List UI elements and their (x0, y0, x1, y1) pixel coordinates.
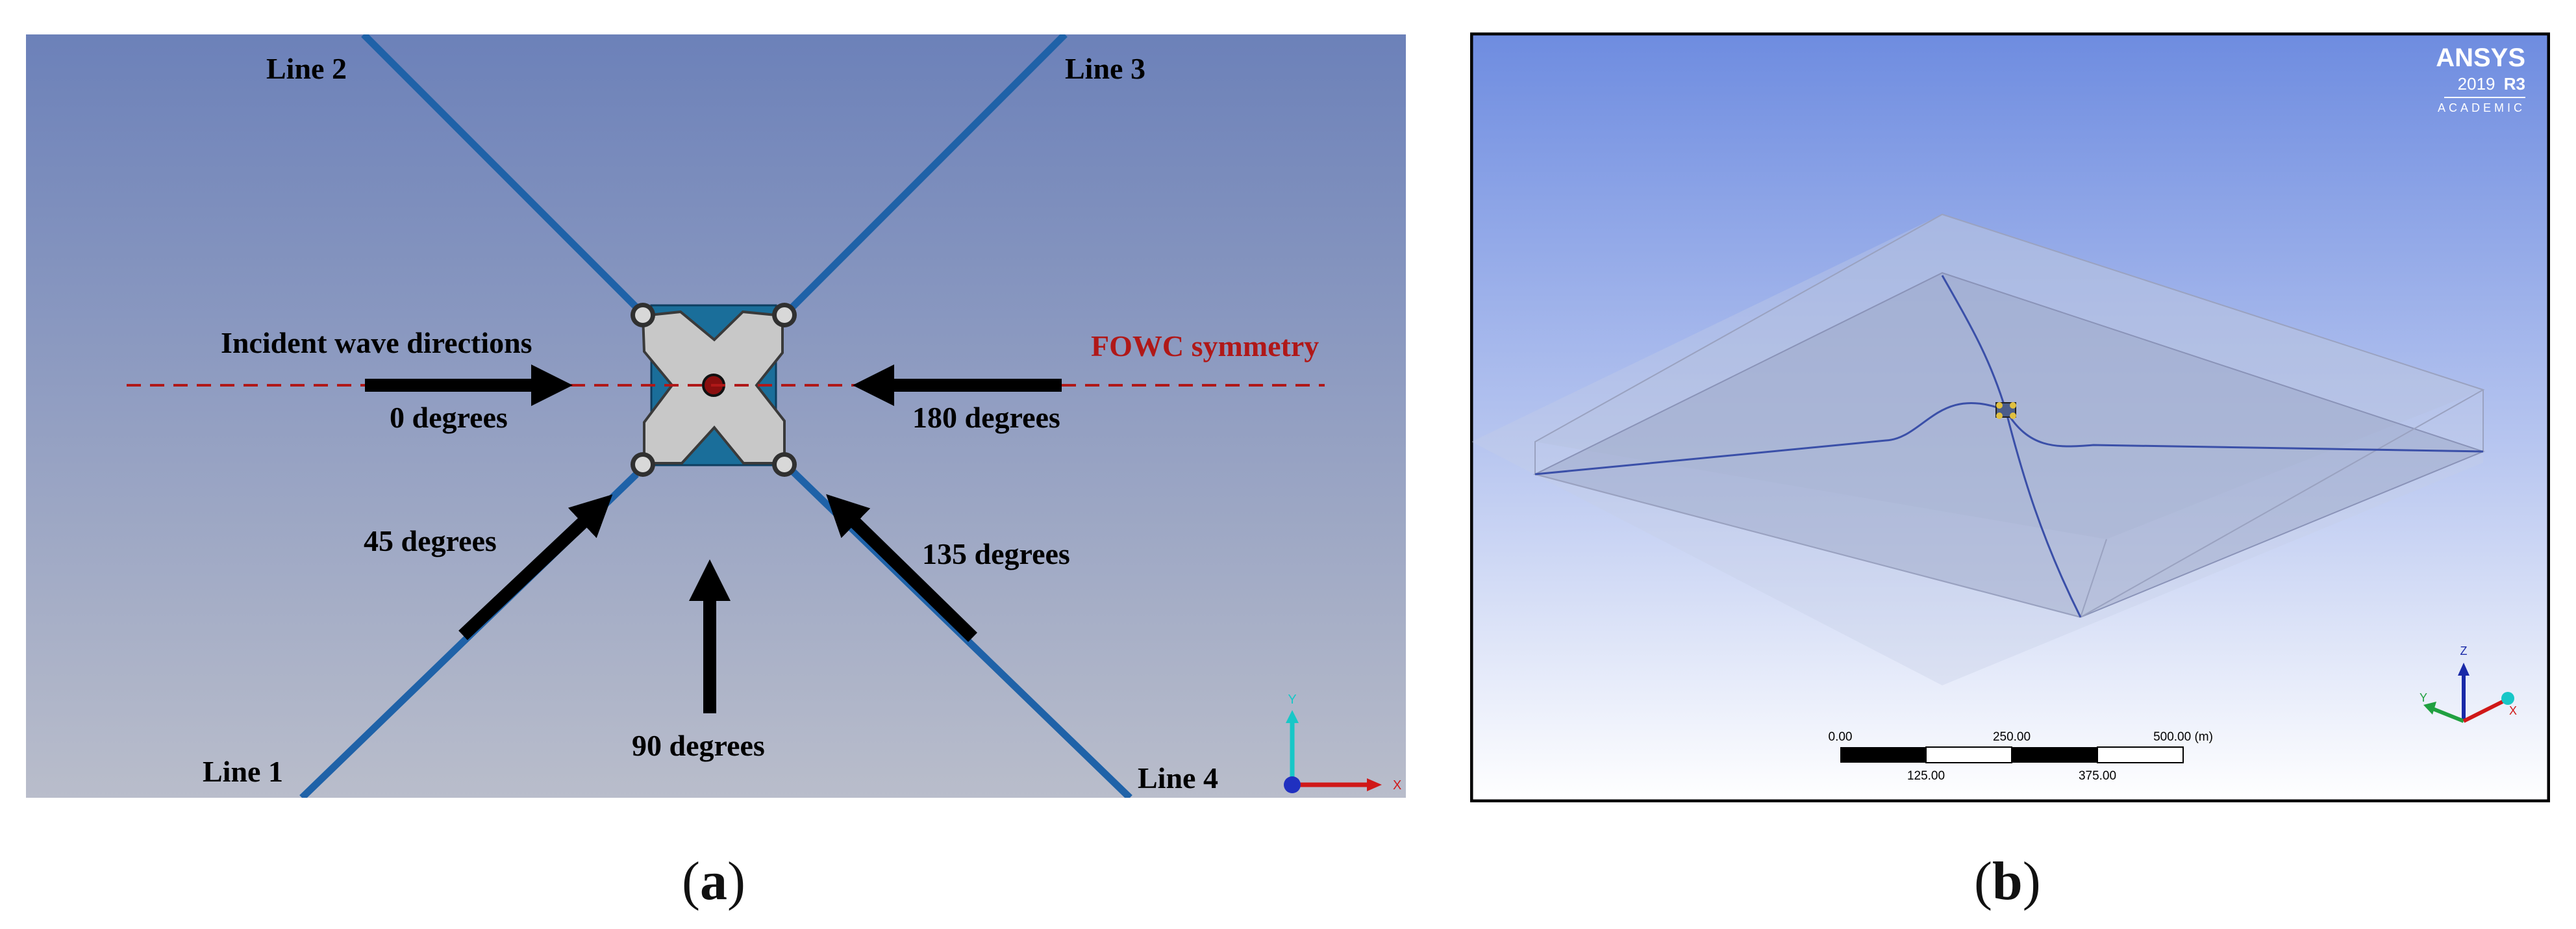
panel-b-canvas: ANSYS 2019 R3 ACADEMIC 0.00 250.00 500.0… (1470, 32, 2550, 802)
ansys-version-year: 2019 (2458, 74, 2495, 94)
label-90-degrees: 90 degrees (632, 729, 765, 762)
caption-b: (b) (1974, 851, 2041, 911)
platform-3d (1995, 402, 2016, 419)
panel-b: ANSYS 2019 R3 ACADEMIC 0.00 250.00 500.0… (1470, 32, 2550, 802)
arrow-45-degrees (458, 494, 613, 641)
arrow-135-degrees (826, 494, 977, 643)
scale-label-375: 375.00 (2079, 769, 2116, 783)
scale-label-500: 500.00 (m) (2153, 730, 2213, 744)
label-line-1: Line 1 (203, 755, 283, 788)
ansys-edition: ACADEMIC (2438, 101, 2525, 114)
axis-triad-b: Z Y X (2420, 644, 2517, 723)
platform (631, 303, 797, 477)
mooring-3d-4 (2005, 410, 2484, 453)
ansys-logo: ANSYS 2019 R3 ACADEMIC (2436, 44, 2525, 114)
mooring-3d-3 (2005, 410, 2082, 618)
label-fowc-symmetry: FOWC symmetry (1091, 329, 1319, 363)
domain-box (1471, 213, 2485, 685)
axis-y-label: Y (1288, 693, 1296, 707)
label-135-degrees: 135 degrees (922, 537, 1070, 570)
x-axis-arrow-b (2462, 700, 2504, 723)
panel-a-canvas: Line 2 Line 3 Line 1 Line 4 Incident wav… (26, 34, 1406, 798)
mooring-3d-2 (1534, 401, 2007, 476)
svg-text:2019 R3: 2019 R3 (2458, 74, 2525, 94)
mooring-3d-1 (1941, 275, 2007, 411)
scale-label-250: 250.00 (1993, 730, 2031, 744)
axis-z-label-b: Z (2460, 644, 2468, 657)
mooring-line-2 (361, 34, 644, 314)
ansys-brand: ANSYS (2436, 44, 2525, 72)
scale-label-125: 125.00 (1907, 769, 1945, 783)
label-45-degrees: 45 degrees (364, 524, 497, 557)
mooring-lines-3d (1534, 275, 2484, 618)
wave-direction-arrows (365, 364, 1062, 713)
ansys-version-release: R3 (2504, 74, 2525, 94)
caption-a: (a) (682, 851, 745, 911)
mooring-line-3 (782, 34, 1068, 318)
incident-title: Incident wave directions (221, 326, 532, 359)
axis-y-label-b: Y (2420, 691, 2427, 704)
axis-x-label-b: X (2509, 704, 2517, 717)
z-axis-dot (1284, 776, 1301, 793)
y-axis-arrow-b (2430, 706, 2465, 723)
label-line-2: Line 2 (266, 52, 347, 85)
label-180-degrees: 180 degrees (912, 401, 1060, 434)
label-line-3: Line 3 (1065, 52, 1145, 85)
scale-label-0: 0.00 (1829, 730, 1853, 744)
axis-x-label: X (1393, 778, 1401, 793)
panel-a: Line 2 Line 3 Line 1 Line 4 Incident wav… (26, 34, 1406, 798)
label-0-degrees: 0 degrees (390, 401, 508, 434)
axis-triad-a: Y X (1284, 693, 1401, 793)
scale-bar: 0.00 250.00 500.00 (m) 125.00 375.00 (1829, 730, 2213, 783)
label-line-4: Line 4 (1138, 761, 1218, 795)
